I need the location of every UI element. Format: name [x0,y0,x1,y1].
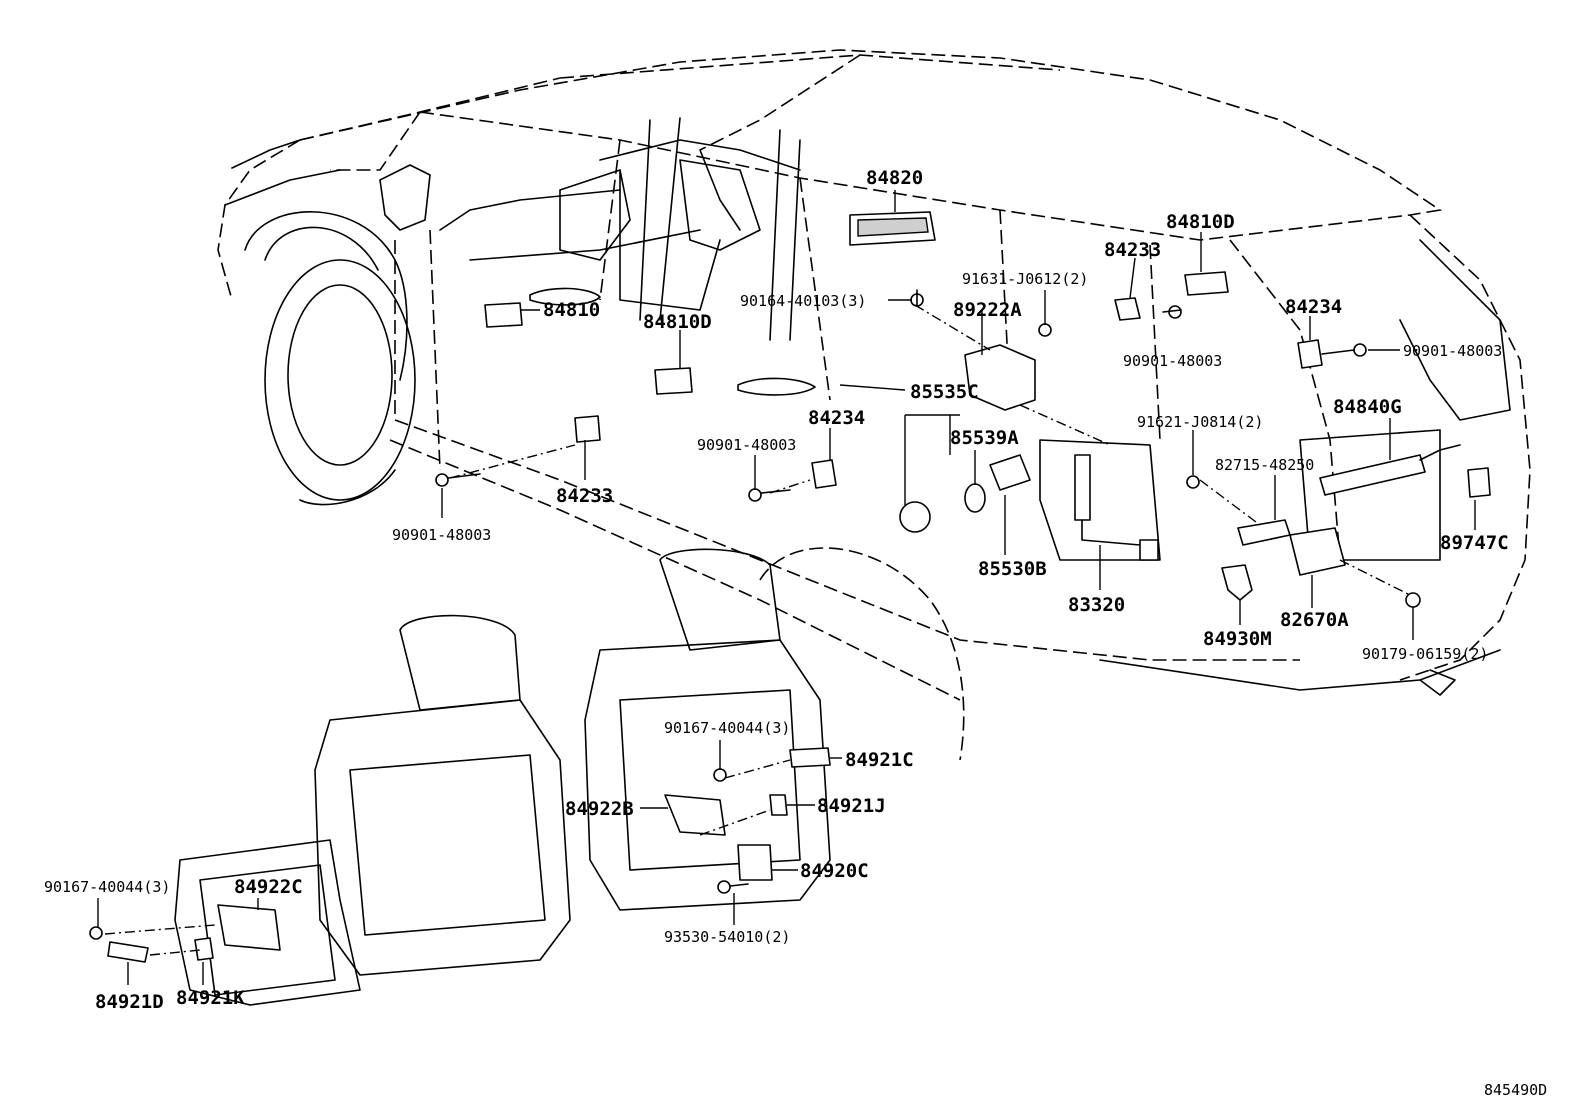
bolt-90901-far[interactable] [1321,343,1367,357]
label-85539A[interactable]: 85539A [950,427,1019,449]
part-84921D[interactable] [107,941,149,963]
part-84921C[interactable] [789,747,831,768]
label-91631-J0612[interactable]: 91631-J0612(2) [962,270,1088,288]
part-84810D-rear[interactable] [1184,271,1229,296]
part-labels: 84820 84810D 84233 91631-J0612(2) 89222A… [44,167,1547,1099]
label-90901-48003-mid[interactable]: 90901-48003 [697,436,796,454]
part-84920C[interactable] [737,844,773,881]
label-84920C[interactable]: 84920C [800,860,869,882]
bolt-91631[interactable] [1038,323,1052,337]
figure-id: 845490D [1484,1081,1547,1099]
label-90167-40044-left[interactable]: 90167-40044(3) [44,878,170,896]
part-84930M[interactable] [1221,564,1253,601]
label-89747C[interactable]: 89747C [1440,532,1509,554]
label-84921D[interactable]: 84921D [95,991,164,1013]
label-91621-J0814[interactable]: 91621-J0814(2) [1137,413,1263,431]
part-84922B[interactable] [664,794,726,836]
label-84922B[interactable]: 84922B [565,798,634,820]
bolt-90901-mid[interactable] [748,488,791,502]
label-90167-40044-mid[interactable]: 90167-40044(3) [664,719,790,737]
label-84921K[interactable]: 84921K [176,987,245,1009]
label-84810D-mid[interactable]: 84810D [643,311,712,333]
label-84233-rear[interactable]: 84233 [1104,239,1161,261]
part-82715-48250[interactable] [1237,519,1291,546]
label-84840G[interactable]: 84840G [1333,396,1402,418]
label-84810D-rear[interactable]: 84810D [1166,211,1235,233]
label-85530B[interactable]: 85530B [978,558,1047,580]
label-84921J[interactable]: 84921J [817,795,886,817]
bolt-90167-left[interactable] [89,926,103,940]
part-84810[interactable] [484,302,523,328]
label-93530-54010[interactable]: 93530-54010(2) [664,928,790,946]
bolt-91621[interactable] [1186,475,1200,489]
label-84820[interactable]: 84820 [866,167,923,189]
part-84922C[interactable] [217,904,281,951]
label-89222A[interactable]: 89222A [953,299,1022,321]
leader-lines [97,190,1476,985]
part-82670A[interactable] [1289,527,1346,576]
label-84233-front[interactable]: 84233 [556,485,613,507]
part-89747C[interactable] [1467,467,1491,498]
label-82670A[interactable]: 82670A [1280,609,1349,631]
part-85535C[interactable] [899,501,931,533]
label-84234-rear[interactable]: 84234 [1285,296,1342,318]
label-83320[interactable]: 83320 [1068,594,1125,616]
part-84233-rear[interactable] [1114,297,1141,321]
part-84233-front[interactable] [574,415,601,443]
label-90901-48003-front[interactable]: 90901-48003 [392,526,491,544]
part-84234-rear[interactable] [1297,339,1323,369]
part-84921K[interactable] [194,937,214,961]
part-84840G[interactable] [1319,444,1461,496]
part-84820[interactable] [849,211,936,246]
label-90179-06159[interactable]: 90179-06159(2) [1362,645,1488,663]
label-84922C[interactable]: 84922C [234,876,303,898]
assembly-lines [104,304,1411,956]
label-90901-48003-rear[interactable]: 90901-48003 [1123,352,1222,370]
part-84234-mid[interactable] [811,459,837,489]
label-84810[interactable]: 84810 [543,299,600,321]
bolt-90179[interactable] [1405,592,1421,608]
label-84930M[interactable]: 84930M [1203,628,1272,650]
bolt-93530[interactable] [717,880,749,894]
part-84921J[interactable] [769,794,788,816]
part-83320[interactable] [1074,454,1159,561]
bolt-90167-mid[interactable] [713,768,727,782]
label-90164-40103[interactable]: 90164-40103(3) [740,292,866,310]
part-84810D-mid[interactable] [654,367,693,395]
part-89222A[interactable] [964,344,1036,411]
label-90901-48003-far[interactable]: 90901-48003 [1403,342,1502,360]
label-85535C[interactable]: 85535C [910,381,979,403]
bolt-90164[interactable] [910,289,924,307]
part-85530B[interactable] [989,454,1031,491]
part-85539A[interactable] [964,483,986,513]
label-84234-mid[interactable]: 84234 [808,407,865,429]
bolt-90901-rear[interactable] [1162,305,1182,319]
label-82715-48250[interactable]: 82715-48250 [1215,456,1314,474]
label-84921C[interactable]: 84921C [845,749,914,771]
